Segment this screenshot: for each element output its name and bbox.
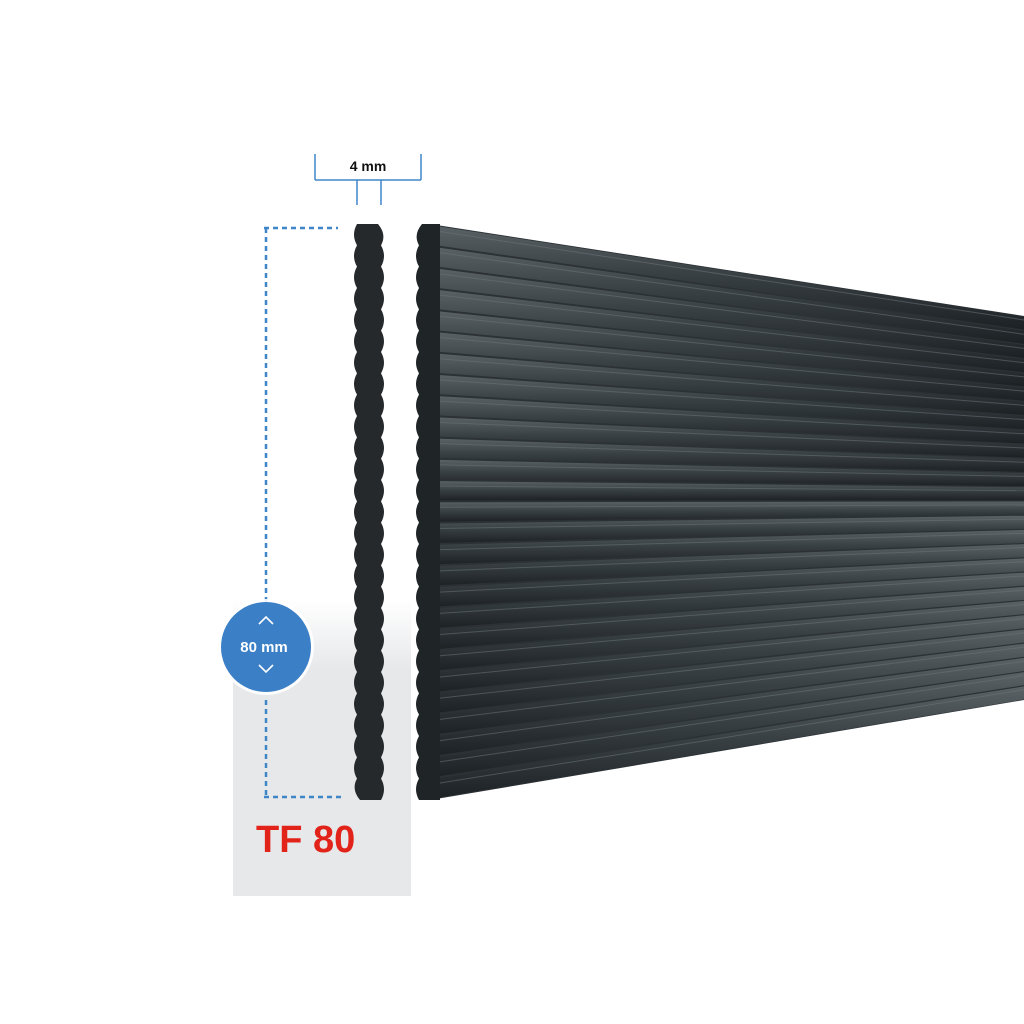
panel-rib	[430, 544, 1024, 586]
rib-highlight	[429, 575, 1024, 615]
rib-highlight	[429, 314, 1024, 378]
rib-highlight	[429, 561, 1024, 594]
panel-edge	[416, 224, 440, 800]
profile-cross-section	[354, 224, 384, 800]
rib-highlight	[429, 378, 1024, 421]
rib-highlight	[429, 464, 1024, 477]
rib-highlight	[429, 272, 1024, 349]
rib-highlight	[429, 293, 1024, 364]
rib-highlight	[429, 357, 1024, 406]
rib-highlight	[429, 504, 1024, 508]
height-badge	[218, 599, 314, 695]
panel-rib	[430, 686, 1024, 799]
panel-rib	[430, 586, 1024, 650]
rib-highlight	[429, 689, 1024, 786]
panel-rib	[430, 459, 1024, 487]
panel-rib	[430, 515, 1024, 543]
panel-rib	[430, 438, 1024, 472]
chevron-down-icon	[258, 664, 274, 674]
panel-rib	[430, 331, 1024, 401]
rib-highlight	[429, 547, 1024, 572]
panel-rib	[430, 643, 1024, 735]
rib-highlight	[429, 532, 1024, 551]
rib-highlight	[429, 603, 1024, 658]
rib-highlight	[429, 675, 1024, 764]
rib-highlight	[429, 229, 1024, 321]
panel-rib	[430, 374, 1024, 430]
panel-body	[416, 224, 1024, 800]
rib-highlight	[429, 660, 1024, 743]
thickness-dimension	[314, 154, 422, 205]
panel-rib	[430, 289, 1024, 373]
panel-rib	[430, 572, 1024, 629]
rib-highlight	[429, 442, 1024, 463]
panel-rib	[430, 657, 1024, 757]
rib-highlight	[429, 336, 1024, 392]
panel-rib	[430, 615, 1024, 693]
panel-rib	[430, 417, 1024, 458]
panel-rib	[430, 267, 1024, 359]
panel-rib	[430, 672, 1024, 778]
panel-rib	[430, 225, 1024, 330]
panel-rib	[430, 246, 1024, 344]
panel-rib	[430, 353, 1024, 415]
thickness-label: 4 mm	[350, 158, 387, 174]
panel-rib	[430, 601, 1024, 671]
panel-rib	[430, 529, 1024, 565]
model-label: TF 80	[256, 819, 355, 861]
height-label: 80 mm	[240, 639, 288, 656]
panel-rib	[430, 395, 1024, 444]
panel-rib	[430, 310, 1024, 387]
rib-highlight	[429, 400, 1024, 435]
rib-highlight	[429, 518, 1024, 530]
rib-highlight	[429, 632, 1024, 700]
panel-rib	[430, 481, 1024, 501]
panel-rib	[430, 629, 1024, 714]
height-dimension	[264, 226, 344, 799]
rib-highlight	[429, 618, 1024, 679]
chevron-up-icon	[258, 615, 274, 625]
panel-rib	[430, 558, 1024, 607]
rib-highlight	[429, 646, 1024, 722]
rib-highlight	[429, 589, 1024, 636]
rib-highlight	[429, 485, 1024, 492]
rib-highlight	[429, 250, 1024, 335]
rib-highlight	[429, 421, 1024, 449]
